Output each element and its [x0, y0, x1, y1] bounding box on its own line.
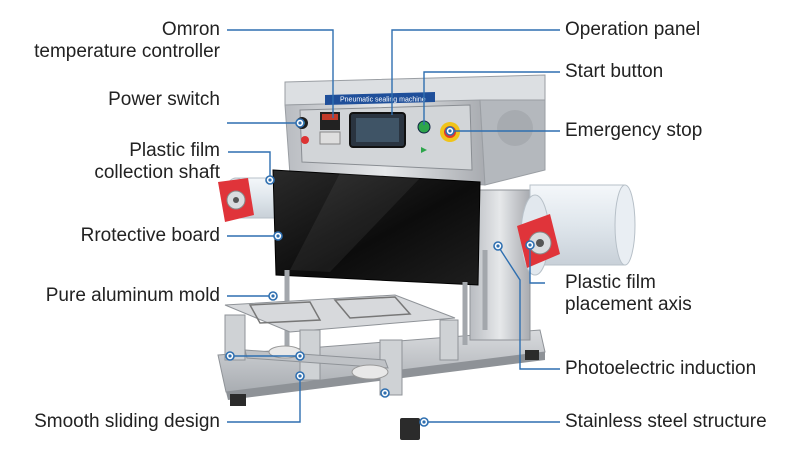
panel-title-text: Pneumatic sealing machine [340, 97, 426, 104]
label-operation-panel: Operation panel [565, 19, 701, 40]
film-placement-roll [517, 184, 636, 276]
callout-dots [225, 118, 535, 427]
top-housing: Pneumatic sealing machine [284, 74, 546, 186]
label-protective-board: Rrotective board [80, 225, 220, 246]
label-start-button: Start button [565, 61, 664, 82]
film-collection-roll [218, 177, 296, 222]
label-photoelectric-induction: Photoelectric induction [565, 358, 757, 379]
label-aluminum-mold: Pure aluminum mold [45, 285, 220, 306]
label-sliding-design: Smooth sliding design [34, 411, 220, 432]
label-steel-structure: Stainless steel structure [565, 411, 767, 432]
label-film-placement-axis: Plastic film placement axis [565, 272, 692, 315]
label-power-switch: Power switch [108, 89, 220, 110]
label-film-collection-shaft: Plastic film collection shaft [94, 140, 220, 183]
label-temperature-controller: Omron temperature controller [34, 19, 220, 62]
leader-lines [227, 29, 560, 423]
label-emergency-stop: Emergency stop [565, 120, 703, 141]
protective-board-shape [272, 169, 481, 286]
aluminum-mold-frame [224, 294, 459, 396]
